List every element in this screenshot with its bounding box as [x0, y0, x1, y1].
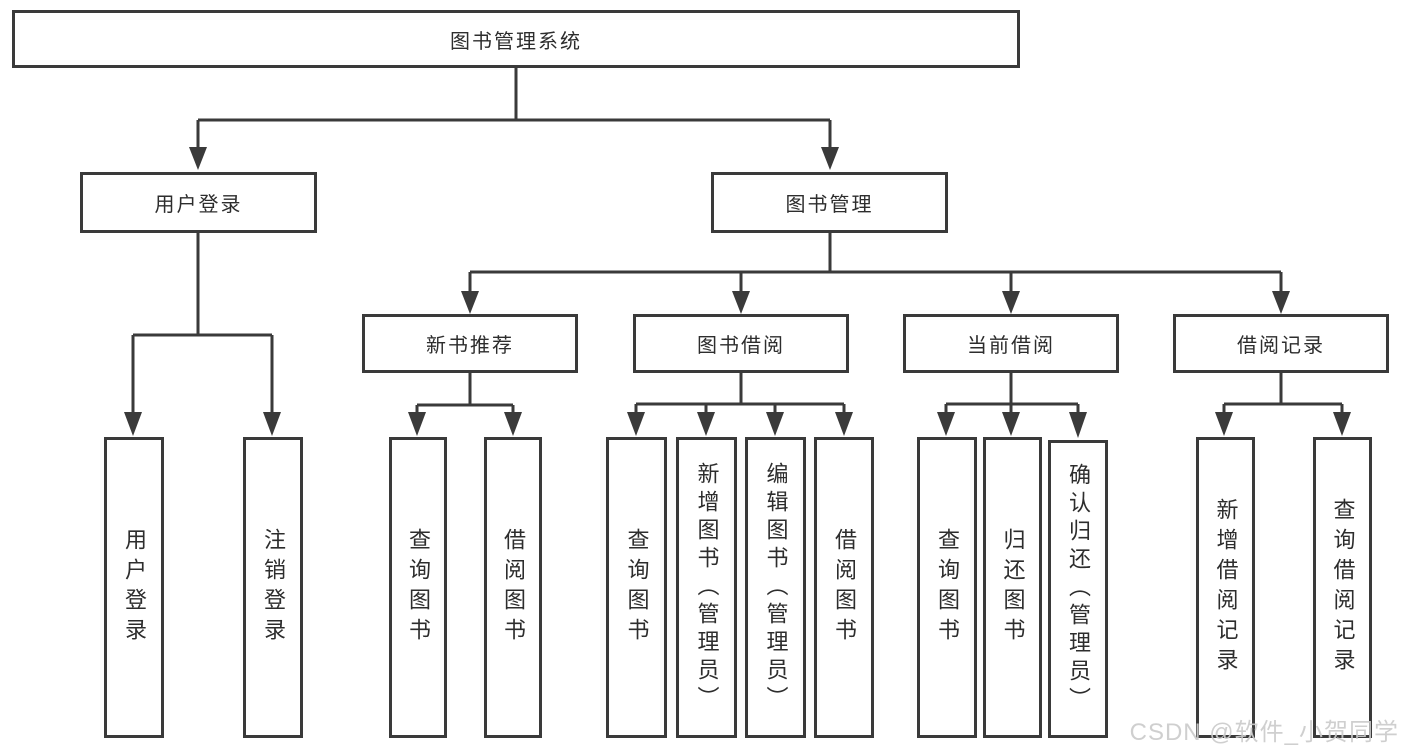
leaf-borrow-books-label: 借阅图书: [832, 527, 857, 648]
leaf-user-login-label: 用户登录: [122, 527, 147, 648]
node-user-login-label: 用户登录: [154, 194, 243, 216]
leaf-edit-books-admin: 编辑图书（管理员）: [745, 437, 806, 738]
leaf-newbook-borrow-books: 借阅图书: [484, 437, 542, 738]
node-current-borrow-label: 当前借阅: [967, 335, 1055, 357]
node-borrow-record-label: 借阅记录: [1237, 335, 1325, 357]
arrowheads-level1: [189, 147, 839, 170]
arrowheads-level2: [461, 291, 1290, 314]
leaf-confirm-return-admin: 确认归还（管理员）: [1048, 440, 1108, 738]
connector-book-mgmt-to-level2: [468, 233, 1283, 292]
node-book-borrow-label: 图书借阅: [697, 335, 785, 357]
arrowheads-book-borrow-children: [627, 412, 853, 436]
leaf-add-books-admin-label: 新增图书（管理员）: [694, 461, 720, 714]
leaf-confirm-return-admin-label: 确认归还（管理员）: [1066, 463, 1091, 715]
leaf-current-query-books: 查询图书: [917, 437, 977, 738]
node-user-login: 用户登录: [80, 172, 317, 233]
node-borrow-record: 借阅记录: [1173, 314, 1389, 373]
leaf-newbook-borrow-books-label: 借阅图书: [501, 527, 526, 648]
leaf-return-books-label: 归还图书: [1000, 527, 1026, 648]
leaf-logout-label: 注销登录: [261, 527, 286, 648]
leaf-logout: 注销登录: [243, 437, 303, 738]
leaf-query-borrow-record-label: 查询借阅记录: [1330, 497, 1356, 678]
node-book-borrow: 图书借阅: [633, 314, 849, 373]
connector-new-book-children: [415, 373, 515, 413]
leaf-newbook-query-books: 查询图书: [389, 437, 447, 738]
leaf-add-borrow-record: 新增借阅记录: [1196, 437, 1255, 738]
arrowheads-new-book-children: [408, 412, 522, 436]
connector-current-borrow-children: [944, 373, 1080, 413]
leaf-user-login: 用户登录: [104, 437, 164, 738]
node-book-management-label: 图书管理: [785, 194, 874, 216]
leaf-edit-books-admin-label: 编辑图书（管理员）: [763, 461, 789, 714]
node-new-book-recommend: 新书推荐: [362, 314, 578, 373]
connector-root-to-level1: [196, 68, 832, 148]
leaf-current-query-books-label: 查询图书: [935, 527, 960, 648]
node-root-book-management-system: 图书管理系统: [12, 10, 1020, 68]
connector-book-borrow-children: [634, 373, 846, 413]
leaf-return-books: 归还图书: [983, 437, 1042, 738]
leaf-borrow-query-books-label: 查询图书: [624, 527, 650, 648]
node-book-management: 图书管理: [711, 172, 948, 233]
leaf-add-books-admin: 新增图书（管理员）: [676, 437, 737, 738]
leaf-borrow-query-books: 查询图书: [606, 437, 667, 738]
node-current-borrow: 当前借阅: [903, 314, 1119, 373]
arrowheads-user-login-children: [124, 412, 281, 436]
leaf-add-borrow-record-label: 新增借阅记录: [1213, 497, 1239, 678]
connector-borrow-record-children: [1222, 373, 1344, 413]
leaf-query-borrow-record: 查询借阅记录: [1313, 437, 1372, 738]
connector-user-login-children: [131, 233, 274, 413]
node-root-label: 图书管理系统: [450, 30, 582, 53]
leaf-borrow-books: 借阅图书: [814, 437, 874, 738]
csdn-watermark: CSDN @软件_小贺同学: [1129, 719, 1399, 746]
arrowheads-current-borrow-children: [937, 412, 1087, 438]
arrowheads-borrow-record-children: [1215, 412, 1351, 436]
node-new-book-recommend-label: 新书推荐: [426, 335, 514, 357]
leaf-newbook-query-books-label: 查询图书: [406, 527, 431, 648]
